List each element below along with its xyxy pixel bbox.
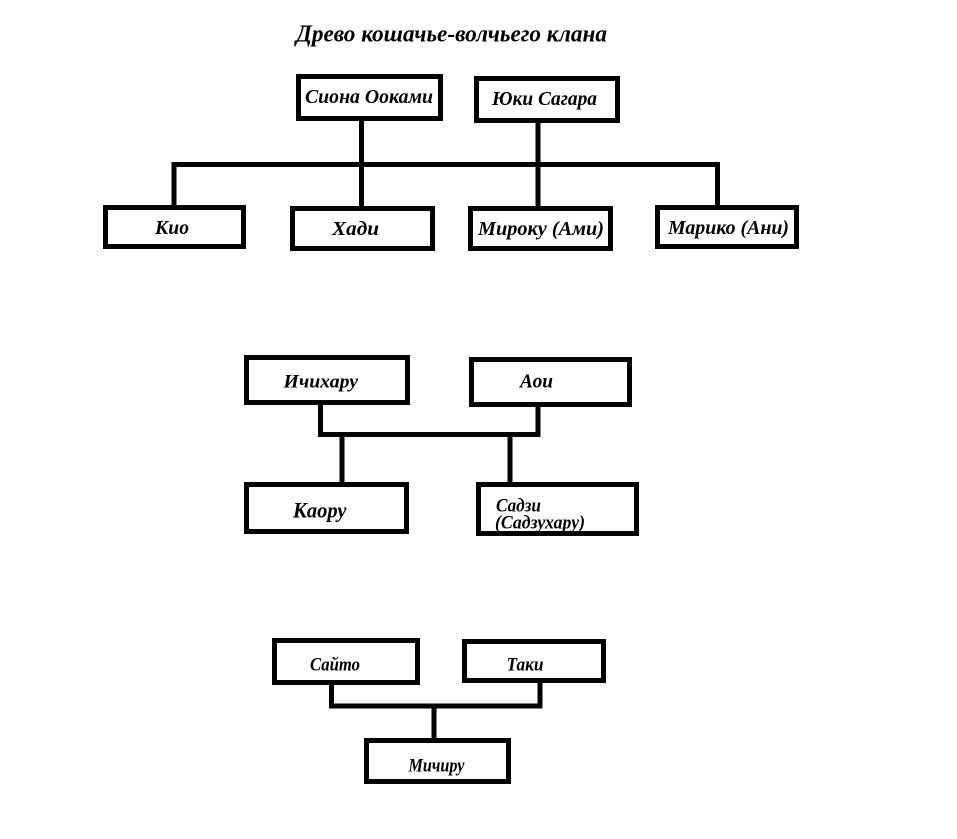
svg-text:Марико (Ани): Марико (Ани) bbox=[667, 217, 789, 239]
svg-text:Каору: Каору bbox=[292, 498, 347, 523]
svg-text:Хади: Хади bbox=[331, 218, 379, 240]
svg-text:Мичиру: Мичиру bbox=[408, 757, 466, 777]
svg-text:Мироку (Ами): Мироку (Ами) bbox=[477, 218, 604, 240]
svg-text:Ичихару: Ичихару bbox=[282, 372, 358, 393]
svg-text:Аои: Аои bbox=[518, 371, 553, 393]
svg-text:Кио: Кио bbox=[154, 217, 189, 239]
svg-text:Юки Сагара: Юки Сагара bbox=[491, 88, 597, 110]
svg-text:Сайто: Сайто bbox=[310, 655, 360, 676]
svg-text:Сиона Ооками: Сиона Ооками bbox=[305, 86, 433, 108]
svg-text:Древо кошачье-волчьего клана: Древо кошачье-волчьего клана bbox=[294, 22, 607, 48]
svg-text:Садзи: Садзи bbox=[496, 496, 541, 517]
svg-text:(Садзухару): (Садзухару) bbox=[495, 513, 585, 534]
svg-text:Таки: Таки bbox=[507, 655, 544, 676]
